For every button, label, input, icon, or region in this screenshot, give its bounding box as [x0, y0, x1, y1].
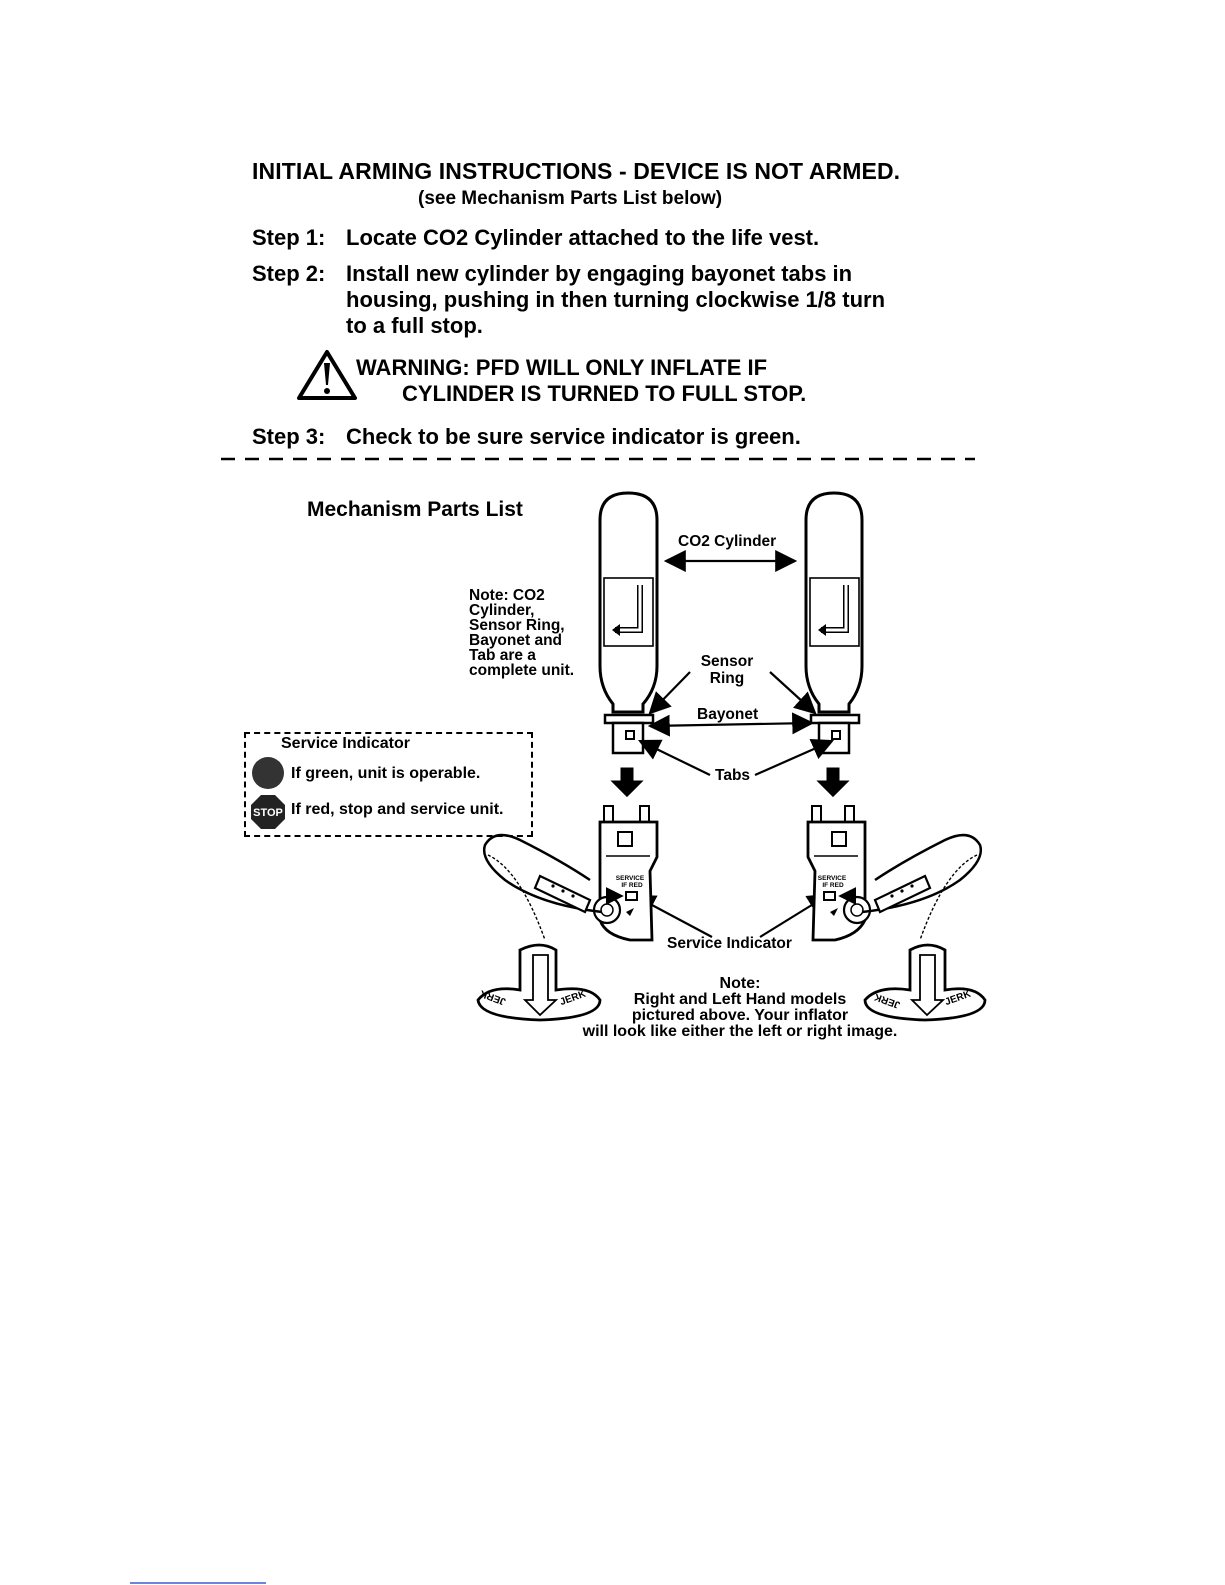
model-note-line: pictured above. Your inflator — [631, 1007, 849, 1024]
sensor-ring-pointer-left — [648, 671, 691, 715]
step-1-label: Step 1: — [252, 225, 326, 250]
legend-green-text: If green, unit is operable. — [291, 765, 481, 782]
step-1-text: Locate CO2 Cylinder attached to the life… — [346, 225, 820, 250]
sensor-ring-pointer-right — [769, 671, 817, 715]
step-3-text: Check to be sure service indicator is gr… — [346, 424, 801, 449]
warning-line-1: WARNING: PFD WILL ONLY INFLATE IF — [356, 355, 768, 380]
service-if-red-right-line-1: SERVICE — [818, 875, 847, 882]
legend-red-text: If red, stop and service unit. — [291, 801, 504, 818]
co2-cylinder-left — [598, 491, 659, 755]
bayonet-pointer — [647, 712, 815, 737]
warning-icon — [297, 350, 357, 400]
inflator-left: SERVICE IF RED JERK JERK — [476, 805, 659, 1022]
step-2-label: Step 2: — [252, 261, 326, 286]
service-if-red-right-line-2: IF RED — [822, 882, 844, 889]
sensor-ring-label: Sensor Ring — [696, 653, 758, 687]
inflator-right: SERVICE IF RED JERK JERK — [806, 805, 987, 1022]
warning-line-2: CYLINDER IS TURNED TO FULL STOP. — [402, 381, 807, 406]
green-indicator-icon — [252, 757, 284, 789]
co2-cylinder-right — [804, 491, 864, 755]
unit-note-line: Bayonet and — [469, 632, 563, 649]
sensor-ring-label-line: Sensor — [700, 653, 754, 670]
unit-note-line: Sensor Ring, — [469, 617, 565, 634]
unit-note: Note: CO2 Cylinder, Sensor Ring, Bayonet… — [469, 587, 575, 679]
step-2-line-1: Install new cylinder by engaging bayonet… — [346, 261, 853, 286]
model-note: Note: Right and Left Hand models picture… — [560, 976, 920, 1040]
unit-note-line: Cylinder, — [469, 602, 535, 619]
page-subtitle: (see Mechanism Parts List below) — [418, 188, 723, 209]
stop-sign-text: STOP — [253, 807, 283, 819]
sensor-ring-label-line: Ring — [709, 670, 745, 687]
page-title: INITIAL ARMING INSTRUCTIONS - DEVICE IS … — [252, 158, 901, 184]
tabs-pointer-left — [638, 739, 711, 776]
service-indicator-legend — [244, 732, 533, 837]
service-if-red-left-line-1: SERVICE — [616, 875, 645, 882]
step-2-line-2: housing, pushing in then turning clockwi… — [346, 287, 886, 312]
parts-list-heading: Mechanism Parts List — [307, 498, 523, 521]
tabs-label: Tabs — [715, 767, 751, 784]
co2-cylinder-label: CO2 Cylinder — [678, 533, 777, 550]
step-3-label: Step 3: — [252, 424, 326, 449]
model-note-line: Note: — [719, 975, 761, 992]
unit-note-line: complete unit. — [469, 662, 575, 679]
unit-note-line: Note: CO2 — [469, 587, 545, 604]
down-arrow-left-icon — [610, 767, 644, 798]
stop-sign-icon: STOP — [251, 795, 285, 829]
step-2-line-3: to a full stop. — [346, 313, 483, 338]
down-arrow-right-icon — [816, 767, 850, 798]
model-note-line: Right and Left Hand models — [633, 991, 847, 1008]
service-if-red-left-line-2: IF RED — [621, 882, 643, 889]
legend-title: Service Indicator — [281, 735, 410, 752]
model-note-line: will look like either the left or right … — [582, 1023, 898, 1040]
tabs-pointer-right — [754, 738, 835, 777]
unit-note-line: Tab are a — [469, 647, 536, 664]
service-indicator-label: Service Indicator — [667, 935, 792, 952]
